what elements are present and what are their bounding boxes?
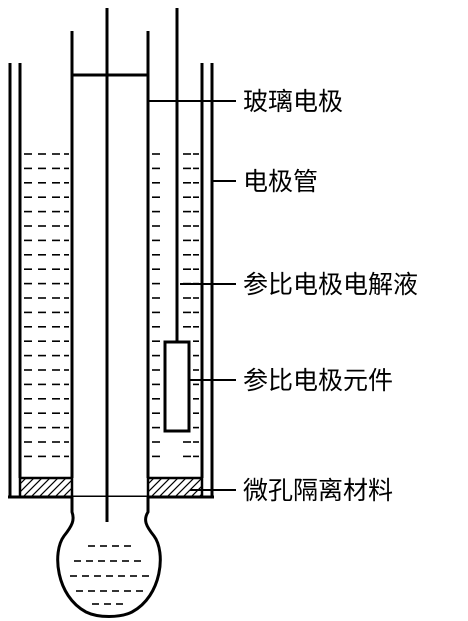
bulb-dashes	[70, 545, 149, 605]
reference-electrode	[163, 8, 191, 433]
microporous-material	[18, 476, 204, 499]
label-reference-electrolyte: 参比电极电解液	[243, 270, 418, 299]
label-electrode-tube: 电极管	[243, 167, 318, 196]
leader-lines	[148, 100, 236, 491]
label-microporous-material: 微孔隔离材料	[243, 476, 393, 505]
label-glass-electrode: 玻璃电极	[243, 87, 343, 116]
label-reference-element: 参比电极元件	[243, 366, 393, 395]
glass-electrode	[56, 31, 162, 618]
